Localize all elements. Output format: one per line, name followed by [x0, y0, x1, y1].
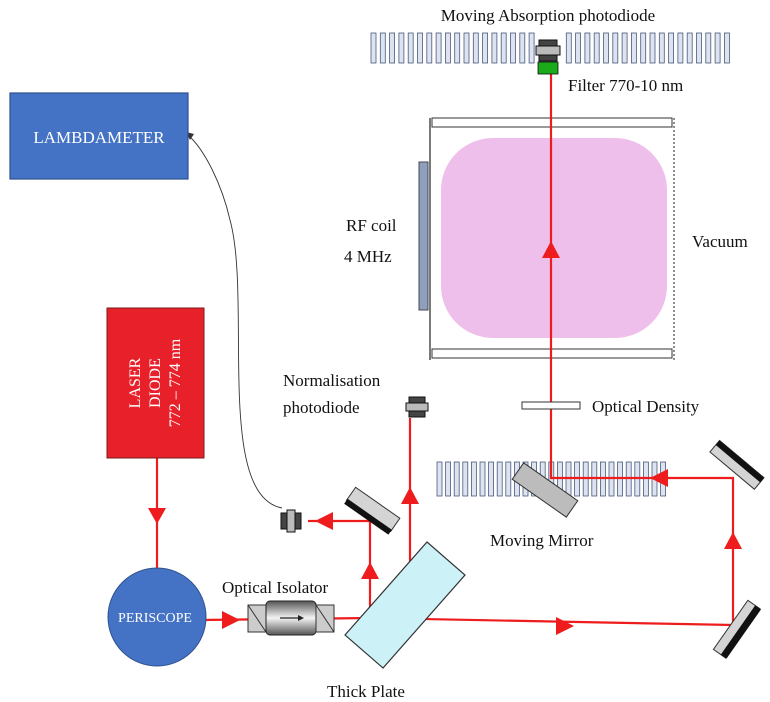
- stage-slat: [575, 32, 581, 64]
- arrow-up-right-arm: [724, 532, 742, 549]
- mirror-icon: [712, 599, 761, 659]
- arrow-right-transmitted: [556, 617, 574, 635]
- beam-plate-to-lambdameter: [308, 519, 372, 618]
- stage-slat: [496, 461, 503, 497]
- mirror-icon: [344, 486, 401, 535]
- laser-diode-label: LASER DIODE 772 – 774 nm: [127, 338, 184, 427]
- stage-slat: [686, 32, 693, 64]
- arrow-down-laser: [148, 508, 166, 524]
- arrow-up-cell: [542, 241, 560, 258]
- vacuum-label: Vacuum: [692, 232, 748, 251]
- laser-label-line2: DIODE: [147, 358, 164, 408]
- stage-slat: [621, 32, 628, 64]
- stage-slat: [370, 32, 377, 64]
- stage-slat: [472, 32, 479, 64]
- stage-slat: [631, 32, 637, 64]
- photodiode-icon: [535, 39, 561, 75]
- stage-slat: [435, 32, 442, 64]
- stage-slat: [724, 32, 730, 64]
- stage-slat: [407, 32, 414, 64]
- arrow-right-isolator: [222, 611, 240, 629]
- stage-slat: [454, 32, 461, 64]
- stage-slat: [463, 32, 470, 64]
- stage-slat: [612, 32, 619, 64]
- optical-density-label: Optical Density: [592, 397, 700, 416]
- isolator-icon: [247, 600, 335, 636]
- atomic-cloud: [441, 138, 667, 338]
- stage-slat: [453, 461, 460, 497]
- moving-absorption-label: Moving Absorption photodiode: [441, 6, 655, 25]
- stage-slat: [379, 32, 386, 64]
- rf-coil: [418, 161, 429, 311]
- laser-label-line3: 772 – 774 nm: [167, 338, 184, 427]
- moving-mirror-label: Moving Mirror: [490, 531, 594, 550]
- normalisation-label-line2: photodiode: [283, 398, 360, 417]
- arrow-left-lambdameter-photodiode: [315, 512, 333, 530]
- stage-slat: [714, 32, 721, 64]
- beam-arrows: [148, 241, 742, 635]
- lambdameter-label: LAMBDAMETER: [33, 128, 165, 147]
- stage-slat: [479, 461, 486, 497]
- mirror-icon: [511, 462, 579, 518]
- stage-slat: [603, 32, 609, 64]
- stage-slat: [640, 32, 647, 64]
- stage-slat: [491, 32, 498, 64]
- periscope-label: PERISCOPE: [118, 611, 192, 626]
- stage-slat: [668, 32, 674, 64]
- normalisation-label-line1: Normalisation: [283, 371, 381, 390]
- thick-plate: [344, 541, 466, 669]
- rf-coil-label-line2: 4 MHz: [344, 247, 392, 266]
- periscope-circle: [107, 567, 207, 667]
- stage-slat: [505, 461, 512, 497]
- stage-slat: [436, 461, 443, 497]
- stage-slat: [470, 461, 477, 497]
- stage-slat: [426, 32, 433, 64]
- stage-slat: [593, 32, 600, 64]
- fiber-to-lambdameter: [187, 134, 283, 509]
- arrow-up-normalisation: [401, 487, 419, 504]
- lambdameter-box: [9, 92, 189, 180]
- stage-slat: [519, 32, 526, 64]
- laser-label-line1: LASER: [127, 357, 144, 408]
- stage-slat: [705, 32, 712, 64]
- top-translation-stage: [370, 32, 730, 64]
- stage-slat: [500, 32, 507, 64]
- beam-plate-transmitted: [369, 70, 735, 627]
- laser-diode-box: [106, 307, 205, 459]
- stage-slat: [658, 32, 665, 64]
- filter-label: Filter 770-10 nm: [568, 76, 683, 95]
- arrow-up-lambdameter-arm: [361, 562, 379, 579]
- stage-slat: [482, 32, 489, 64]
- stage-slat: [696, 32, 702, 64]
- stage-slat: [444, 32, 451, 64]
- stage-slat: [398, 32, 405, 64]
- optical-density-filter: [521, 401, 581, 410]
- stage-slat: [510, 32, 516, 64]
- photodiode-icon: [405, 396, 429, 418]
- stage-slat: [462, 461, 469, 497]
- stage-slat: [584, 32, 591, 64]
- optical-isolator-label: Optical Isolator: [222, 578, 329, 597]
- rf-coil-label-line1: RF coil: [346, 216, 397, 235]
- mirror-icon: [709, 439, 765, 490]
- stage-slat: [528, 32, 535, 64]
- stage-slat: [649, 32, 656, 64]
- photodiode-icon: [280, 509, 302, 533]
- stage-slat: [677, 32, 684, 64]
- arrow-left-top-arm: [650, 469, 668, 487]
- stage-slat: [417, 32, 423, 64]
- stage-slat: [445, 461, 452, 497]
- stage-slat: [389, 32, 396, 64]
- thick-plate-label: Thick Plate: [327, 682, 405, 701]
- stage-slat: [565, 32, 572, 64]
- stage-slat: [488, 461, 495, 497]
